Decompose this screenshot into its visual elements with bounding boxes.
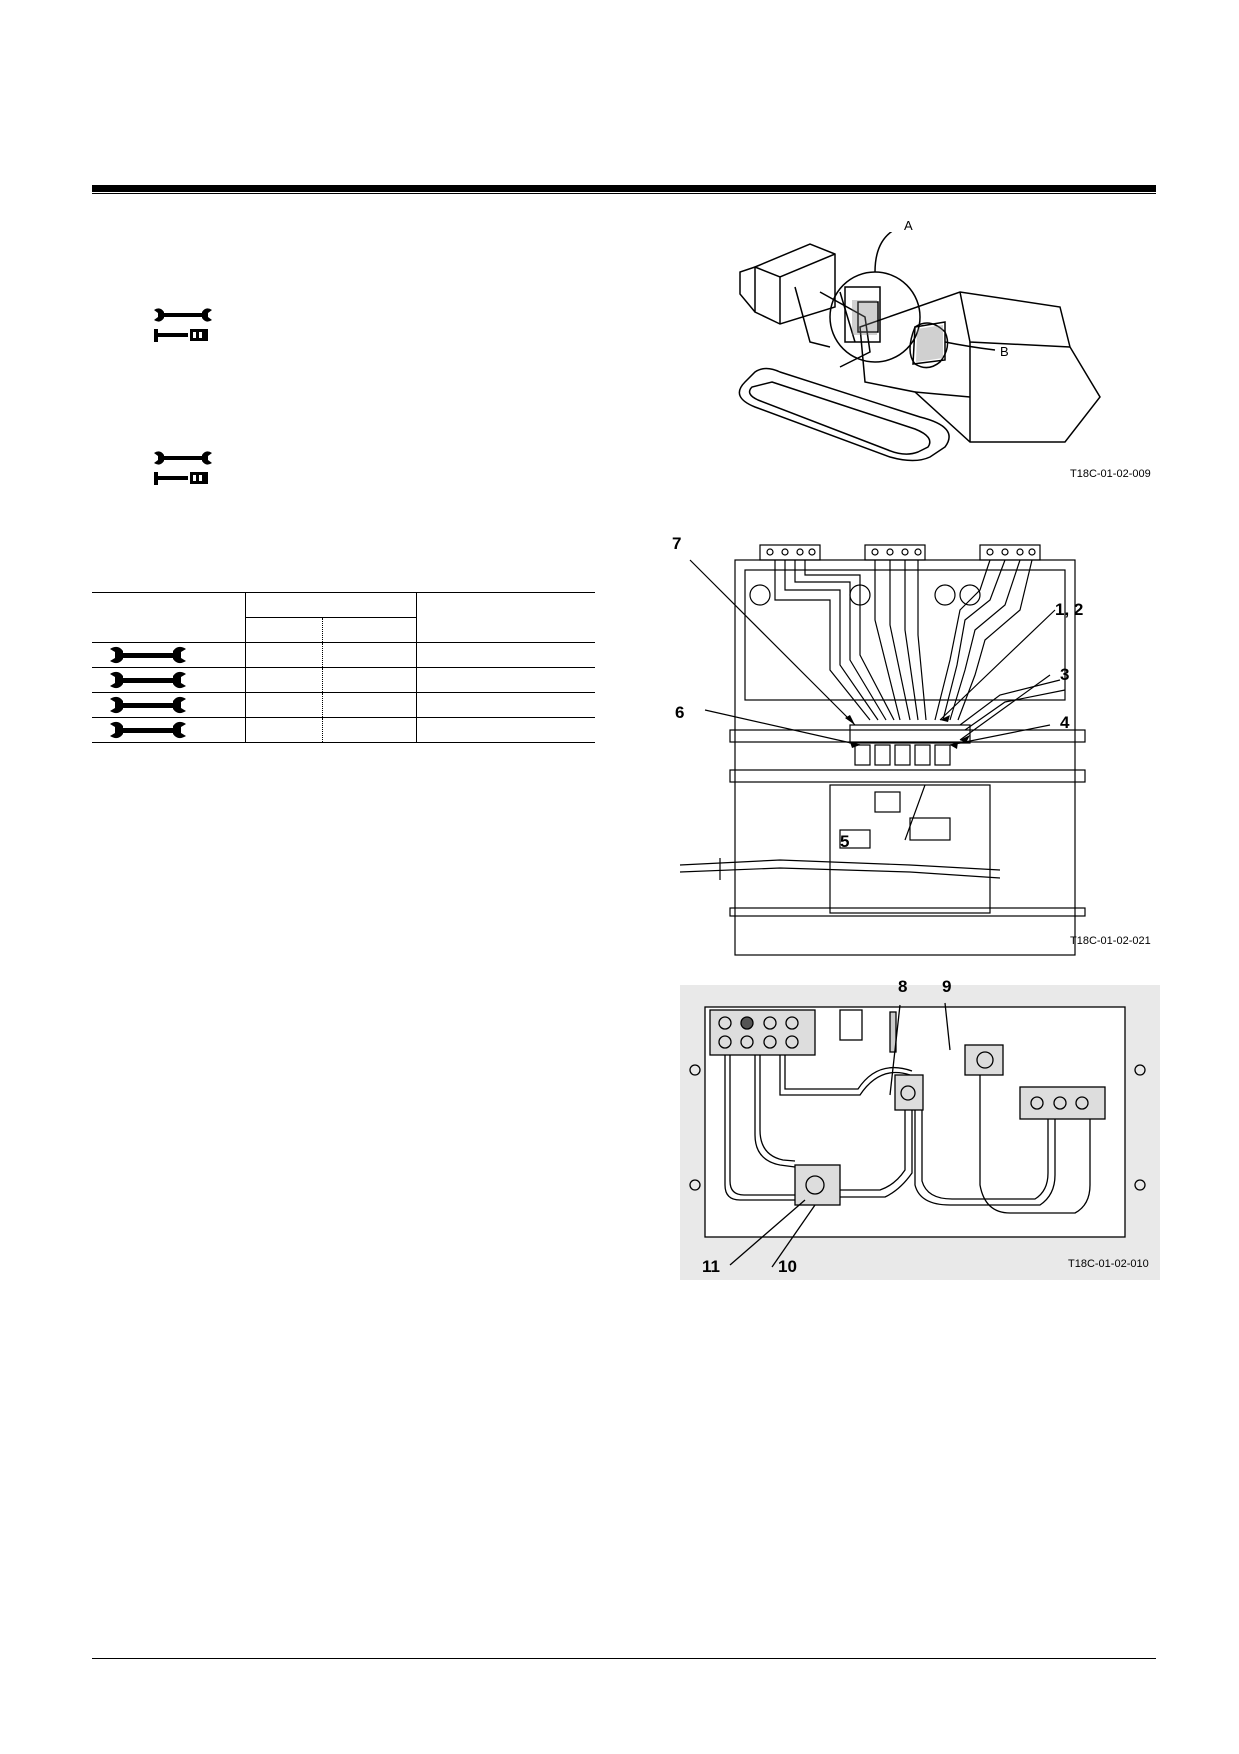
callout-3: 3 [1060, 665, 1070, 684]
valve-frame-illustration [679, 544, 1086, 956]
table-cell [92, 667, 246, 693]
figure-valve-frame: 7 1, 2 3 6 4 5 T18C-01-02-021 [660, 530, 1160, 960]
wrench-icon [154, 308, 212, 322]
torque-table [92, 592, 595, 743]
wrench-icon [154, 451, 212, 465]
wrench-icon [110, 696, 186, 714]
table-cell [92, 692, 246, 718]
wrench-icon [110, 646, 186, 664]
table-cell [245, 692, 323, 718]
footer-rule [92, 1658, 1156, 1659]
callout-10: 10 [778, 1257, 797, 1276]
table-cell [322, 692, 418, 718]
figure-code: T18C-01-02-009 [1070, 468, 1151, 480]
figure-code: T18C-01-02-021 [1070, 935, 1151, 947]
table-cell [322, 617, 418, 643]
table-cell [416, 667, 595, 693]
table-cell [322, 717, 418, 743]
label-b: B [1000, 344, 1009, 359]
table-cell [245, 667, 323, 693]
figure-code: T18C-01-02-010 [1068, 1258, 1149, 1270]
valve-panel-illustration [680, 985, 1160, 1280]
table-cell [416, 717, 595, 743]
table-cell [245, 642, 323, 668]
table-cell [245, 592, 418, 618]
table-header-row-2 [92, 617, 595, 643]
table-cell [245, 717, 323, 743]
table-cell [322, 667, 418, 693]
table-cell [322, 642, 418, 668]
callout-4: 4 [1060, 713, 1070, 732]
table-row [92, 642, 595, 668]
table-cell [416, 642, 595, 668]
table-cell [245, 617, 323, 643]
torque-wrench-icon [154, 329, 208, 342]
table-cell [92, 592, 246, 643]
table-cell [416, 692, 595, 718]
callout-9: 9 [942, 977, 952, 996]
table-header-row-1 [92, 592, 595, 643]
callout-5: 5 [840, 832, 850, 851]
table-cell [92, 717, 246, 743]
figure-machine-overview: A B T18C-01-02-009 [660, 218, 1160, 492]
callout-6: 6 [675, 703, 685, 722]
header-rule-thin [92, 193, 1156, 194]
callout-1-2: 1, 2 [1055, 600, 1084, 619]
label-a: A [904, 218, 913, 233]
wrench-icon [110, 721, 186, 739]
table-row [92, 692, 595, 718]
figure-valve-panel: 8 9 11 10 T18C-01-02-010 [680, 977, 1160, 1280]
torque-wrench-icon [154, 472, 208, 485]
callout-7: 7 [672, 534, 682, 553]
table-row [92, 667, 595, 693]
table-cell [416, 592, 595, 643]
wrench-icon [110, 671, 186, 689]
machine-illustration [738, 226, 1101, 462]
table-cell [92, 642, 246, 668]
header-rule [92, 185, 1156, 192]
table-row [92, 717, 595, 743]
callout-8: 8 [898, 977, 908, 996]
callout-11: 11 [702, 1257, 720, 1276]
